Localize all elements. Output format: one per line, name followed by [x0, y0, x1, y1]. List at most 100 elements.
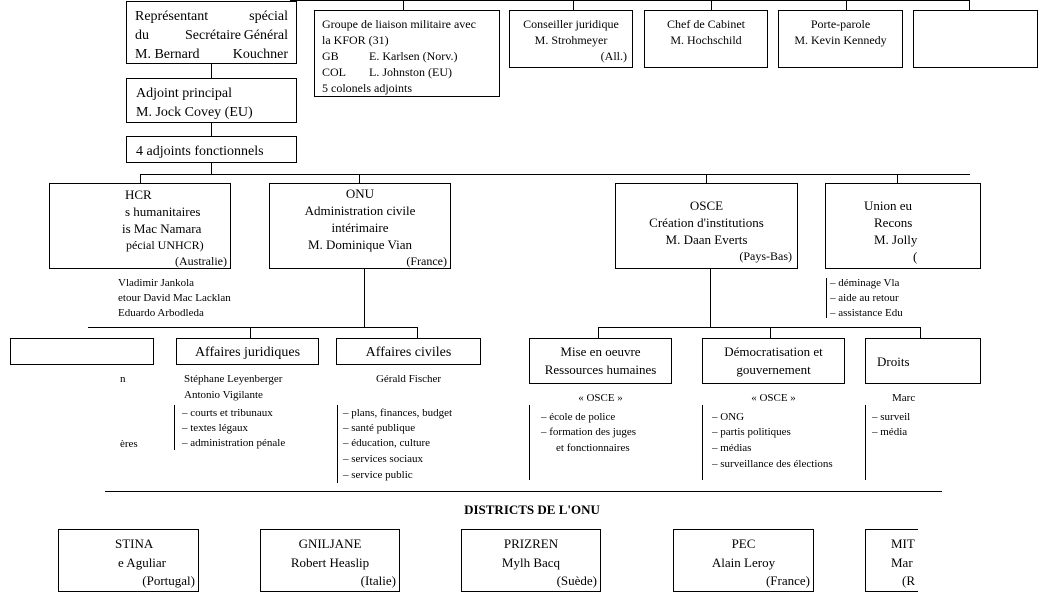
democ-osce-tag: « OSCE »: [751, 392, 796, 404]
juridiques-name-2: Antonio Vigilante: [184, 389, 263, 401]
droits-item-2: – média: [872, 426, 908, 438]
vertical-bracket: [174, 405, 175, 450]
prizren-person: Mylh Bacq: [501, 555, 561, 570]
democ-line1: Démocratisation et: [724, 344, 823, 359]
conseiller-country: (All.): [600, 49, 627, 63]
connector: [211, 122, 212, 136]
vertical-bracket: [529, 405, 530, 480]
partial-left-subbox: [10, 338, 154, 365]
ue-pillar-box: Union eu Recons M. Jolly (: [825, 183, 981, 269]
rep-line2b: Secrétaire: [185, 28, 241, 43]
juridiques-name-1: Stéphane Leyenberger: [184, 373, 283, 385]
democ-item-3: – médias: [712, 442, 752, 454]
ue-line2: Recons: [874, 215, 913, 230]
kfor-line4a: COL: [322, 65, 346, 79]
ue-line1: Union eu: [864, 198, 913, 213]
chef-name: M. Hochschild: [670, 33, 742, 47]
ue-note-1: – déminage Vla: [830, 277, 900, 289]
hcr-note-3: Eduardo Arbodleda: [118, 307, 204, 319]
civiles-item-3: – éducation, culture: [343, 437, 431, 449]
onu-country: (France): [406, 254, 447, 268]
vertical-bracket: [337, 405, 338, 483]
civiles-item-1: – plans, finances, budget: [343, 407, 453, 419]
juridiques-item-3: – administration pénale: [182, 437, 286, 449]
connector: [364, 269, 365, 327]
connector: [770, 327, 771, 338]
kfor-line3b: E. Karlsen (Norv.): [369, 49, 458, 63]
rep-line3a: M. Bernard: [135, 47, 200, 62]
empty-top-box: [913, 10, 1038, 68]
mise-line2: Ressources humaines: [544, 362, 657, 377]
district-pristina-box: STINA e Aguliar (Portugal): [58, 529, 199, 592]
onu-line1: ONU: [345, 186, 375, 201]
connector: [706, 174, 707, 184]
rep-line2a: du: [135, 28, 149, 43]
affaires-civiles-box: Affaires civiles: [336, 338, 481, 365]
representant-box: Représentant spécial du Secrétaire Génér…: [126, 1, 297, 64]
connector: [920, 327, 921, 338]
mise-item-1: – école de police: [541, 411, 616, 423]
pillar-horizontal-line: [140, 174, 970, 175]
onu-sub-horizontal-line: [88, 327, 418, 328]
page-right-clip: [921, 270, 1038, 322]
districts-heading: DISTRICTS DE L'ONU: [464, 502, 600, 517]
page-right-clip-2: [918, 386, 1038, 446]
page-right-clip-3: [918, 520, 1038, 594]
civiles-item-2: – santé publique: [343, 422, 416, 434]
democ-item-2: – partis politiques: [712, 426, 791, 438]
droits-title: Droits: [877, 354, 910, 369]
mise-item-3: et fonctionnaires: [556, 442, 630, 454]
prizren-country: (Suède): [556, 573, 597, 588]
juridiques-item-2: – textes légaux: [182, 422, 248, 434]
porte-parole-title: Porte-parole: [810, 17, 871, 31]
connector: [846, 0, 847, 10]
kfor-line1: Groupe de liaison militaire avec: [322, 17, 476, 31]
civiles-title: Affaires civiles: [365, 345, 452, 360]
porte-parole-box: Porte-parole M. Kevin Kennedy: [778, 10, 903, 68]
conseiller-juridique-box: Conseiller juridique M. Strohmeyer (All.…: [509, 10, 633, 68]
pristina-country: (Portugal): [142, 573, 195, 588]
ue-line3: M. Jolly: [874, 232, 918, 247]
rep-line1a: Représentant: [135, 9, 209, 24]
chef-title: Chef de Cabinet: [667, 17, 745, 31]
democ-line2: gouvernement: [736, 362, 811, 377]
connector: [417, 327, 418, 338]
conseiller-name: M. Strohmeyer: [534, 33, 608, 47]
gniljane-person: Robert Heaslip: [290, 555, 370, 570]
connector: [359, 174, 360, 184]
ue-note-3: – assistance Edu: [830, 307, 903, 319]
droits-box: Droits: [865, 338, 981, 384]
affaires-juridiques-box: Affaires juridiques: [176, 338, 319, 365]
mise-en-oeuvre-box: Mise en oeuvre Ressources humaines: [529, 338, 672, 384]
mise-osce-tag: « OSCE »: [578, 392, 623, 404]
connector: [250, 327, 251, 338]
partial-left-note-2: ères: [120, 438, 138, 450]
democratisation-box: Démocratisation et gouvernement: [702, 338, 845, 384]
mitro-person: Mar: [891, 555, 913, 570]
mitro-country: (R: [902, 573, 915, 588]
connector: [403, 0, 404, 10]
pristina-name: STINA: [115, 536, 154, 551]
hcr-note-2: etour David Mac Lacklan: [118, 292, 231, 304]
hcr-line1: HCR: [125, 187, 152, 202]
kfor-line2: la KFOR (31): [322, 33, 389, 47]
adjoints-fonctionnels-box: 4 adjoints fonctionnels: [126, 136, 297, 163]
district-prizren-box: PRIZREN Mylh Bacq (Suède): [461, 529, 601, 592]
gniljane-name: GNILJANE: [298, 536, 362, 551]
pec-person: Alain Leroy: [711, 555, 776, 570]
porte-parole-name: M. Kevin Kennedy: [794, 33, 887, 47]
osce-sub-horizontal-line: [598, 327, 920, 328]
gniljane-country: (Italie): [360, 573, 396, 588]
juridiques-item-1: – courts et tribunaux: [182, 407, 273, 419]
rep-line1b: spécial: [249, 9, 288, 24]
district-gniljane-box: GNILJANE Robert Heaslip (Italie): [260, 529, 400, 592]
osce-country: (Pays-Bas): [739, 249, 792, 263]
civiles-name-1: Gérald Fischer: [375, 373, 442, 385]
mitro-name: MIT: [891, 536, 915, 551]
adjoint-principal-title: Adjoint principal: [136, 86, 233, 101]
kfor-liaison-box: Groupe de liaison militaire avec la KFOR…: [314, 10, 500, 97]
connector: [897, 174, 898, 184]
pec-country: (France): [765, 573, 810, 588]
pec-name: PEC: [731, 536, 756, 551]
civiles-item-4: – services sociaux: [343, 453, 424, 465]
